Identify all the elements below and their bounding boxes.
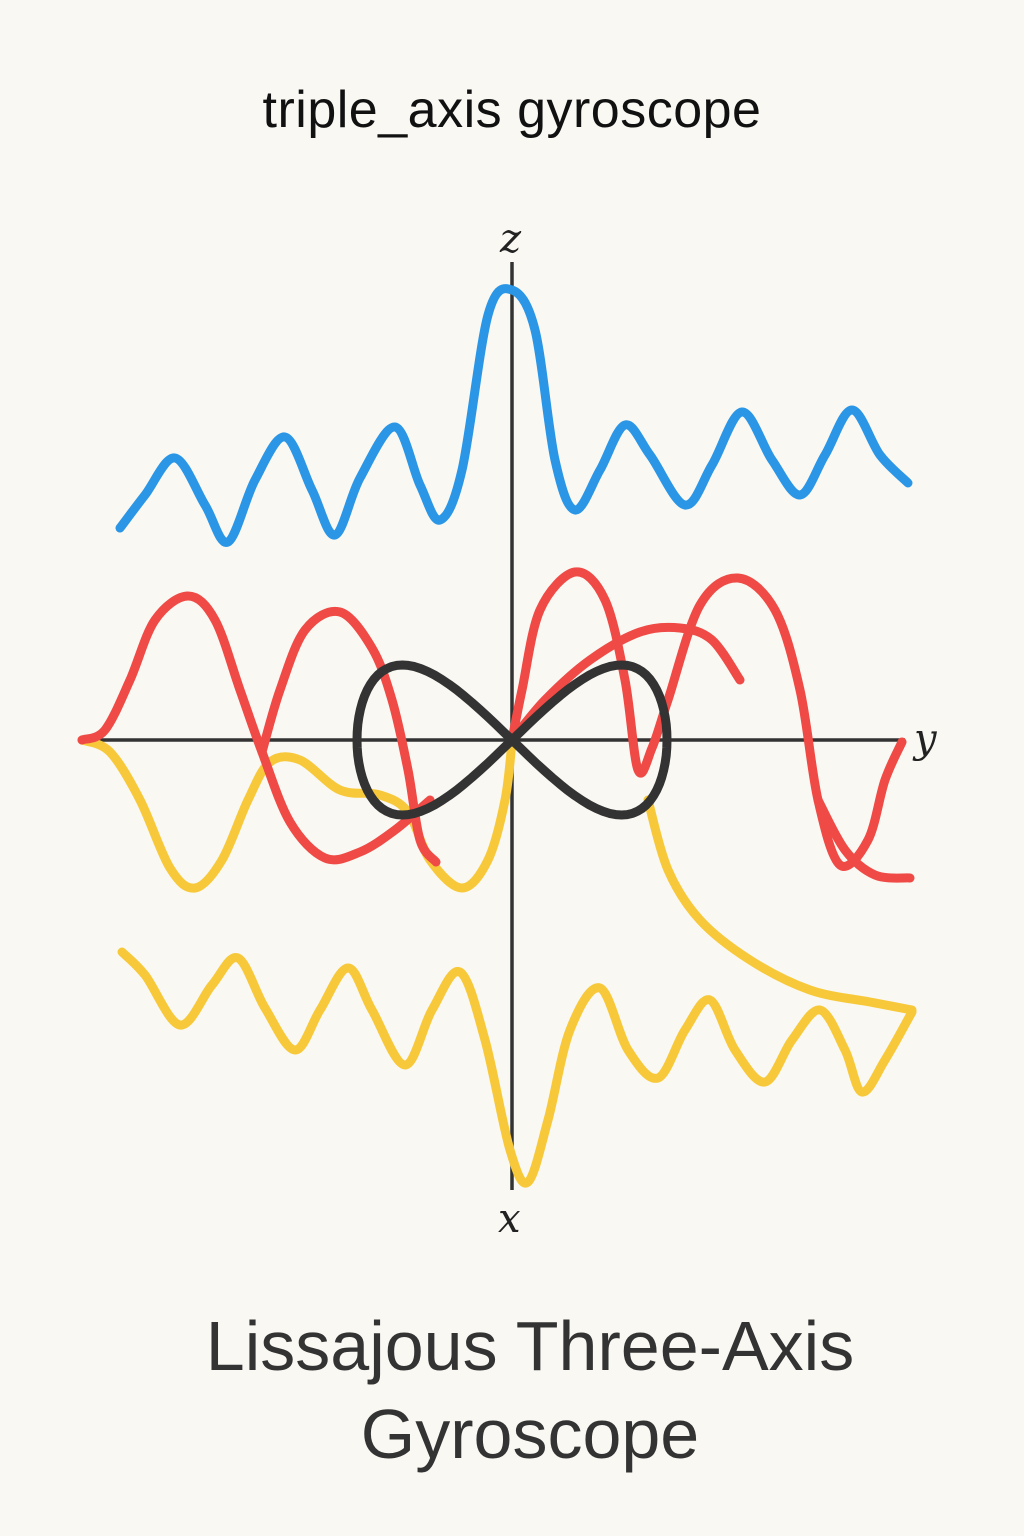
red-rising-curve bbox=[507, 622, 745, 745]
red-right-wave-b bbox=[507, 567, 907, 871]
x-axis-label: x bbox=[498, 1196, 521, 1242]
red-trailing-curve bbox=[813, 795, 915, 883]
yellow-middle-wave bbox=[77, 735, 517, 893]
red-right-wave-a bbox=[257, 606, 441, 867]
header-title: triple_axis gyroscope bbox=[262, 81, 762, 139]
footer-title: Lissajous Three-Axis Gyroscope bbox=[0, 1302, 1024, 1478]
z-axis-label: z bbox=[499, 216, 522, 262]
footer-title-line2: Gyroscope bbox=[360, 1395, 700, 1473]
blue-wave bbox=[115, 284, 913, 547]
y-axis-label: y bbox=[912, 716, 938, 762]
footer-title-line1: Lissajous Three-Axis bbox=[205, 1307, 855, 1385]
yellow-decay-curve bbox=[643, 795, 917, 1015]
yellow-bottom-wave bbox=[117, 947, 917, 1188]
red-left-wave bbox=[77, 591, 435, 865]
figure-eight-curve bbox=[352, 660, 672, 820]
